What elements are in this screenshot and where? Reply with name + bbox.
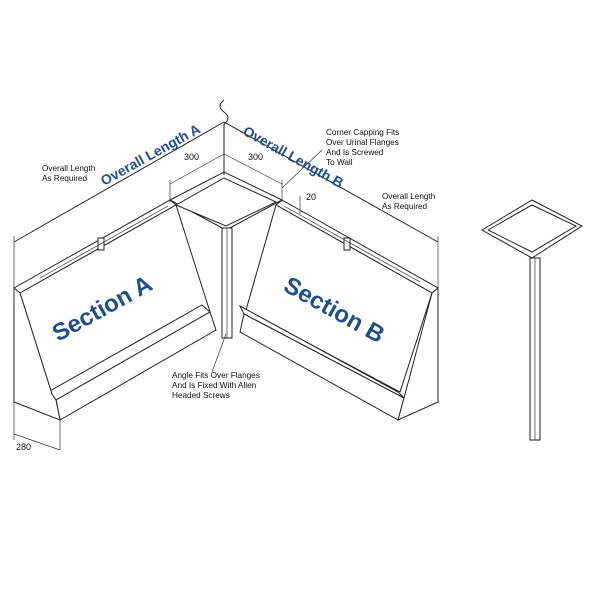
corner-capping [168, 171, 284, 339]
angle-fits-note-line3: Headed Screws [172, 391, 230, 400]
corner-capping-note-line2: Over Urinal Flanges [326, 138, 399, 147]
section-a-trough [13, 199, 217, 421]
capping-detail [481, 199, 583, 441]
right-length-note-line2: As Required [382, 202, 428, 211]
section-b-trough [238, 199, 439, 421]
dim-280: 280 [16, 442, 31, 452]
corner-capping-note-line4: To Wall [326, 158, 353, 167]
dimension-lines [13, 99, 439, 451]
corner-capping-note-line1: Corner Capping Fits [326, 128, 399, 137]
angle-fits-note-line2: And Is Fixed With Allen [172, 381, 257, 390]
dim-300-right: 300 [248, 152, 263, 162]
left-length-note-line1: Overall Length [42, 164, 96, 173]
right-length-note-line1: Overall Length [382, 192, 436, 201]
dim-300-left: 300 [184, 152, 199, 162]
corner-capping-note-line3: And Is Screwed [326, 148, 384, 157]
left-length-note-line2: As Required [42, 174, 88, 183]
angle-fits-note-line1: Angle Fits Over Flanges [172, 371, 260, 380]
dim-20: 20 [306, 192, 316, 202]
